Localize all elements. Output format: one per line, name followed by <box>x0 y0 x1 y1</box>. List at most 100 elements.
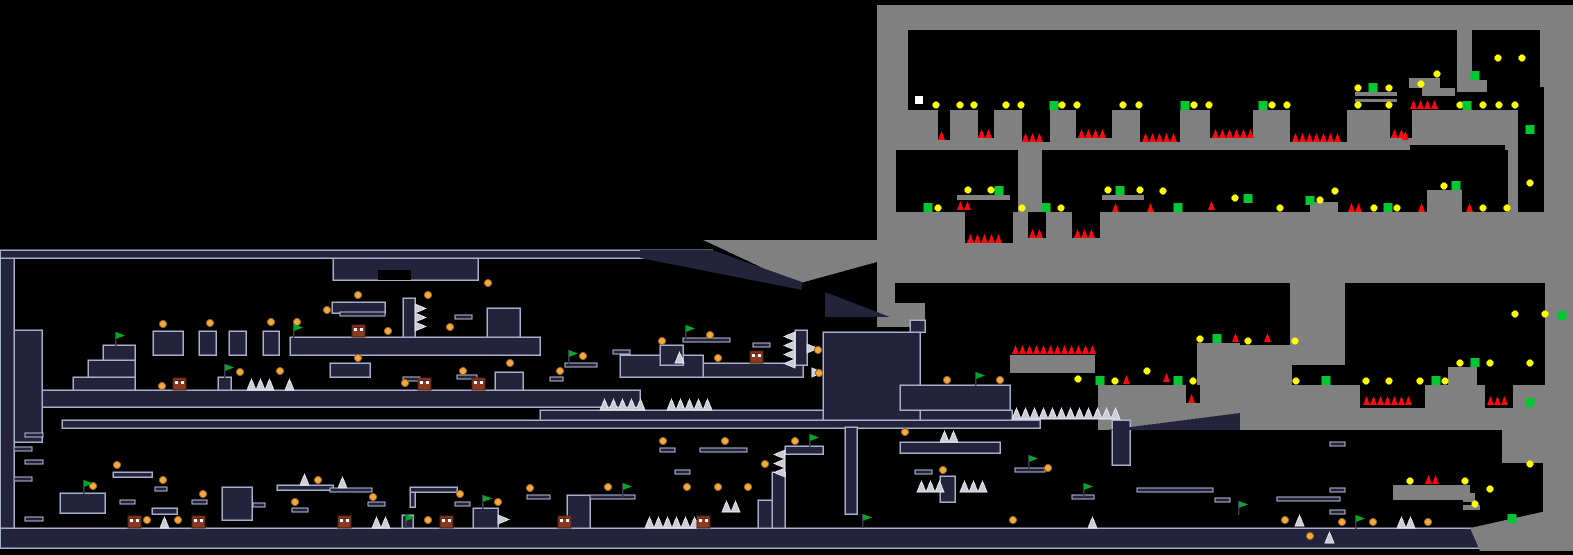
thin-platform <box>1276 496 1341 502</box>
red-spike-hazard <box>1306 133 1313 142</box>
navy-terrain <box>409 491 416 508</box>
red-spike-hazard <box>1036 229 1043 238</box>
collectible-dot <box>1073 101 1081 109</box>
navy-terrain <box>198 330 217 356</box>
checkpoint-flag <box>623 483 632 490</box>
collectible-dot <box>1456 359 1464 367</box>
spike-hazard <box>925 479 936 493</box>
collectible-dot <box>1456 101 1464 109</box>
spike-hazard <box>414 303 428 314</box>
enemy-eye <box>130 519 133 522</box>
red-spike-hazard <box>1040 345 1047 354</box>
room-cutout <box>965 212 1013 243</box>
checkpoint-block <box>1462 101 1472 110</box>
enemy <box>471 377 486 391</box>
coin <box>1369 518 1377 526</box>
enemy-eye <box>194 519 197 522</box>
checkpoint-block <box>1470 71 1480 80</box>
checkpoint-flag <box>569 350 578 357</box>
coin <box>424 516 432 524</box>
checkpoint-block <box>1451 181 1461 190</box>
collectible-dot <box>1479 204 1487 212</box>
thin-platform <box>154 486 168 492</box>
spike-hazard <box>968 479 979 493</box>
coin <box>1281 516 1289 524</box>
collectible-dot <box>1370 204 1378 212</box>
red-spike-hazard <box>1074 229 1081 238</box>
spike-hazard <box>644 515 655 529</box>
enemy <box>557 515 572 529</box>
collectible-dot <box>987 186 995 194</box>
enemy-eye <box>480 381 483 384</box>
red-spike-hazard <box>1247 129 1254 138</box>
navy-terrain <box>757 499 773 529</box>
enemy-eye <box>175 381 178 384</box>
spike-hazard <box>806 343 820 354</box>
collectible-dot <box>1441 377 1449 385</box>
gray-platform <box>1355 92 1397 96</box>
checkpoint-flag <box>116 332 125 339</box>
checkpoint-flag <box>686 325 695 332</box>
red-spike-hazard <box>1363 396 1370 405</box>
coin <box>604 483 612 491</box>
enemy-brow <box>194 518 203 520</box>
red-spike-hazard <box>964 201 971 210</box>
collectible-dot <box>970 101 978 109</box>
checkpoint-block <box>1180 101 1190 110</box>
thin-platform <box>549 376 564 382</box>
thin-platform <box>752 342 771 348</box>
gray-platform <box>1102 195 1144 200</box>
navy-terrain <box>486 307 521 338</box>
thin-platform <box>699 447 748 453</box>
spike-hazard <box>1294 513 1305 527</box>
checkpoint-block <box>1041 203 1051 212</box>
spike-hazard <box>674 350 685 364</box>
coin <box>996 376 1004 384</box>
navy-terrain <box>1107 413 1240 430</box>
red-spike-hazard <box>1061 345 1068 354</box>
checkpoint-flag-pole <box>1238 501 1240 515</box>
gray-platform <box>1463 505 1480 510</box>
enemy-eye <box>181 381 184 384</box>
coin <box>113 461 121 469</box>
spike-hazard <box>626 397 637 411</box>
checkpoint-flag-pole <box>975 372 977 386</box>
collectible-dot <box>956 101 964 109</box>
player-start <box>915 96 923 104</box>
collectible-dot <box>1316 196 1324 204</box>
coin <box>506 359 514 367</box>
navy-terrain <box>1111 419 1131 466</box>
spike-hazard <box>662 515 673 529</box>
collectible-dot <box>934 204 942 212</box>
red-spike-hazard <box>1432 475 1439 484</box>
checkpoint-block <box>1507 514 1517 523</box>
red-spike-hazard <box>1036 133 1043 142</box>
checkpoint-flag <box>406 514 415 521</box>
checkpoint-flag-pole <box>405 514 407 528</box>
coin <box>791 437 799 445</box>
room-cutout <box>1186 385 1200 403</box>
thin-platform <box>339 311 386 317</box>
navy-terrain <box>794 329 808 366</box>
thin-platform <box>13 446 33 452</box>
checkpoint-block <box>1212 334 1222 343</box>
red-spike-hazard <box>985 129 992 138</box>
navy-terrain <box>289 336 541 356</box>
enemy-eye <box>566 519 569 522</box>
checkpoint-block <box>1525 125 1535 134</box>
enemy-eye <box>758 354 761 357</box>
thin-platform <box>454 314 473 320</box>
red-spike-hazard <box>981 234 988 243</box>
enemy-brow <box>699 518 708 520</box>
spike-hazard <box>599 397 610 411</box>
coin <box>714 483 722 491</box>
spike-hazard <box>653 515 664 529</box>
coin <box>291 498 299 506</box>
collectible-dot <box>1291 337 1299 345</box>
red-spike-hazard <box>1398 396 1405 405</box>
spike-hazard <box>1110 406 1121 420</box>
gray-platform <box>1409 78 1440 88</box>
collectible-dot <box>1159 187 1167 195</box>
red-spike-hazard <box>1334 133 1341 142</box>
